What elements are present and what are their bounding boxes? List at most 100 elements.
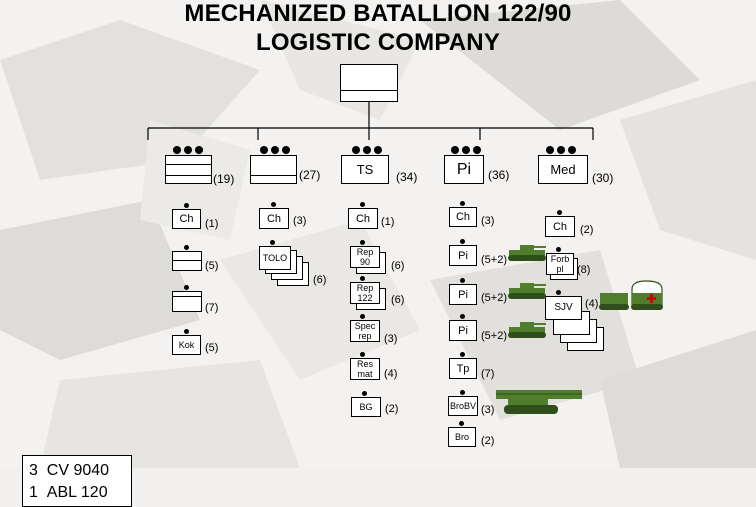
unit-4-echelon-dot — [473, 146, 481, 154]
unit-2-count: (27) — [299, 168, 321, 182]
col1-platoon-dot — [184, 203, 189, 208]
unit-5-echelon-dot — [557, 146, 565, 154]
tank-icon — [508, 322, 546, 338]
ambulance-vehicle-icon — [599, 280, 663, 310]
col4-tp-box: Tp — [449, 358, 477, 379]
col3-resmat-box: Res mat — [350, 358, 380, 380]
tank-icon — [508, 245, 546, 261]
bridge-layer-icon — [496, 390, 582, 414]
unit-1-count: (19) — [213, 172, 235, 186]
col2-ch-count: (3) — [293, 215, 307, 227]
unit-2-echelon-dot — [260, 146, 268, 154]
col5-ch-box: Ch — [545, 216, 575, 237]
col2-platoon-dot — [270, 240, 275, 245]
col1-ch-box: Ch — [172, 209, 201, 229]
col2-tolo-count: (6) — [313, 274, 327, 286]
col3-ch-count: (1) — [381, 216, 395, 228]
col4-platoon-dot — [460, 278, 465, 283]
equipment-legend: 3 CV 9040 1 ABL 120 — [22, 455, 132, 507]
col3-platoon-dot — [362, 391, 367, 396]
unit-5-count: (30) — [592, 171, 614, 185]
col1-platoon-dot — [184, 285, 189, 290]
unit-2-symbol — [250, 155, 297, 184]
col1-unit-2-count: (5) — [205, 260, 219, 272]
unit-3-count: (34) — [396, 170, 418, 184]
col4-tp-count: (7) — [481, 368, 495, 380]
col3-resmat-count: (4) — [384, 368, 398, 380]
unit-4-echelon-dot — [451, 146, 459, 154]
title-line-2: LOGISTIC COMPANY — [255, 29, 501, 56]
unit-5-echelon-dot — [546, 146, 554, 154]
col3-bg-count: (2) — [385, 403, 399, 415]
col3-platoon-dot — [360, 240, 365, 245]
unit-5-symbol: Med — [538, 155, 588, 184]
unit-2-echelon-dot — [282, 146, 290, 154]
title-line-1: MECHANIZED BATALLION 122/90 — [184, 0, 572, 27]
hq-unit-symbol — [340, 64, 398, 102]
col1-platoon-dot — [184, 245, 189, 250]
col4-pi-1-box: Pi — [449, 245, 477, 266]
org-connectors — [147, 102, 594, 140]
col2-ch-box: Ch — [259, 208, 289, 229]
col5-sjv-count: (4) — [585, 298, 599, 310]
col4-ch-box: Ch — [449, 207, 477, 227]
col3-platoon-dot — [360, 202, 365, 207]
col5-sjv-box: SJV — [545, 296, 582, 320]
col1-unit-3-count: (7) — [205, 302, 219, 314]
col3-rep122-count: (6) — [391, 294, 405, 306]
col4-pi-3-count: (5+2) — [481, 330, 507, 342]
col4-brobv-box: BroBV — [448, 396, 478, 416]
col4-platoon-dot — [460, 390, 465, 395]
legend-qty-1: 3 — [29, 462, 38, 479]
col3-platoon-dot — [360, 352, 365, 357]
col5-forb-count: (8) — [577, 264, 591, 276]
legend-row-1: 3 CV 9040 — [29, 460, 125, 482]
col1-ch-count: (1) — [205, 218, 219, 230]
col4-pi-2-count: (5+2) — [481, 292, 507, 304]
col4-bro-count: (2) — [481, 435, 495, 447]
col4-pi-3-box: Pi — [449, 320, 477, 341]
col5-platoon-dot — [557, 210, 562, 215]
legend-qty-2: 1 — [29, 484, 38, 501]
col3-rep90-count: (6) — [391, 260, 405, 272]
col4-bro-box: Bro — [448, 427, 476, 447]
col1-platoon-dot — [184, 329, 189, 334]
col4-brobv-count: (3) — [481, 404, 495, 416]
col5-forb-box: Forb pl — [546, 253, 574, 275]
col5-ch-count: (2) — [580, 224, 594, 236]
legend-name-2: ABL 120 — [46, 484, 108, 501]
col3-rep122-box: Rep 122 — [350, 282, 380, 304]
unit-3-echelon-dot — [352, 146, 360, 154]
unit-4-echelon-dot — [462, 146, 470, 154]
col1-kok-box: Kok — [172, 335, 201, 355]
col4-pi-2-box: Pi — [449, 284, 477, 305]
col4-platoon-dot — [459, 421, 464, 426]
col3-specrep-count: (3) — [384, 333, 398, 345]
legend-name-1: CV 9040 — [46, 462, 110, 479]
unit-4-count: (36) — [488, 168, 510, 182]
unit-1-echelon-dot — [184, 146, 192, 154]
col4-pi-1-count: (5+2) — [481, 254, 507, 266]
col4-platoon-dot — [460, 201, 465, 206]
unit-1-echelon-dot — [173, 146, 181, 154]
legend-row-2: 1 ABL 120 — [29, 482, 125, 504]
col4-ch-count: (3) — [481, 215, 495, 227]
col1-unit-2-box — [172, 251, 202, 271]
col3-rep90-box: Rep 90 — [350, 246, 380, 268]
col1-unit-3-box — [172, 291, 202, 312]
col3-bg-box: BG — [351, 397, 381, 417]
unit-3-symbol: TS — [341, 155, 389, 184]
col3-ch-box: Ch — [348, 208, 378, 229]
unit-4-symbol: Pi — [444, 155, 484, 184]
col2-tolo-box: TOLO — [259, 246, 291, 270]
col4-platoon-dot — [460, 239, 465, 244]
unit-1-symbol — [165, 155, 212, 184]
unit-3-echelon-dot — [363, 146, 371, 154]
col3-platoon-dot — [360, 314, 365, 319]
col5-platoon-dot — [556, 290, 561, 295]
unit-1-echelon-dot — [195, 146, 203, 154]
col3-specrep-box: Spec rep — [350, 320, 380, 342]
col4-platoon-dot — [460, 314, 465, 319]
unit-3-echelon-dot — [374, 146, 382, 154]
unit-2-echelon-dot — [271, 146, 279, 154]
